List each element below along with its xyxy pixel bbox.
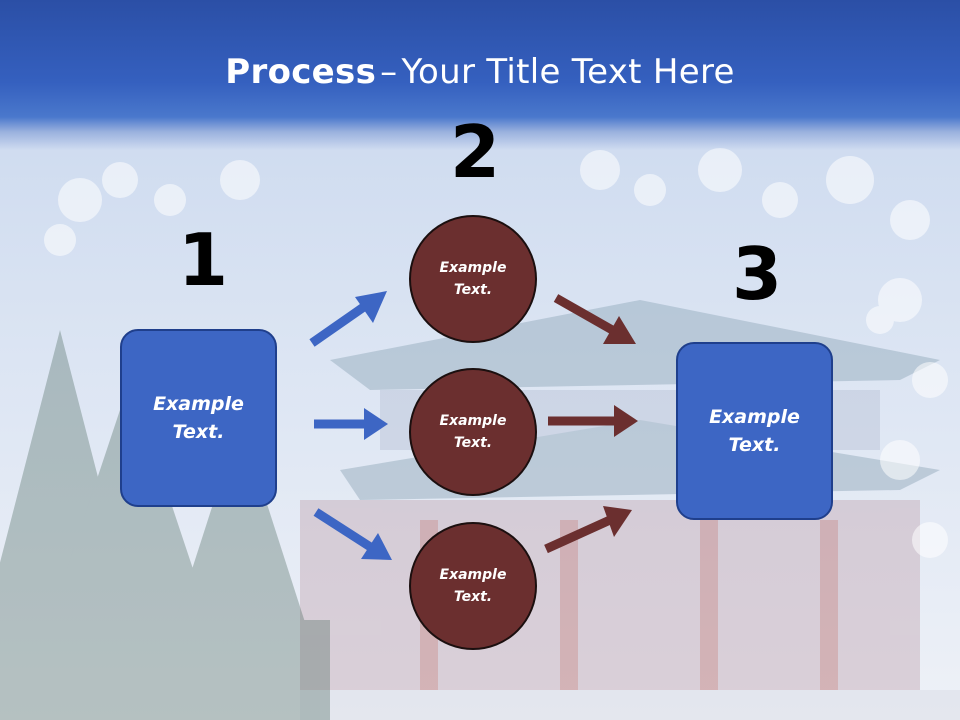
process-circle-bottom: Example Text. — [409, 522, 537, 650]
title-bold: Process — [225, 52, 377, 92]
blue-arrow-down — [313, 508, 392, 560]
right-process-box: Example Text. — [676, 342, 833, 520]
process-circle-top: Example Text. — [409, 215, 537, 343]
title-separator: – — [380, 52, 398, 92]
right-box-label: Example Text. — [709, 405, 800, 457]
step-number-3: 3 — [732, 232, 783, 316]
circle-top-label: Example Text. — [439, 259, 507, 298]
circle-bottom-label: Example Text. — [439, 566, 507, 605]
step-number-1: 1 — [178, 218, 229, 302]
page-title: Process–Your Title Text Here — [0, 52, 960, 92]
left-box-label: Example Text. — [153, 392, 244, 444]
blue-arrow-right — [314, 408, 388, 440]
title-rest: Your Title Text Here — [401, 52, 735, 92]
circle-middle-label: Example Text. — [439, 412, 507, 451]
blue-arrow-up — [309, 291, 387, 347]
maroon-arrow-right — [548, 405, 638, 437]
maroon-arrow-down — [553, 294, 636, 344]
step-number-2: 2 — [450, 110, 501, 194]
process-circle-middle: Example Text. — [409, 368, 537, 496]
title-bar — [0, 0, 960, 150]
maroon-arrow-up — [544, 506, 632, 554]
left-process-box: Example Text. — [120, 329, 277, 507]
